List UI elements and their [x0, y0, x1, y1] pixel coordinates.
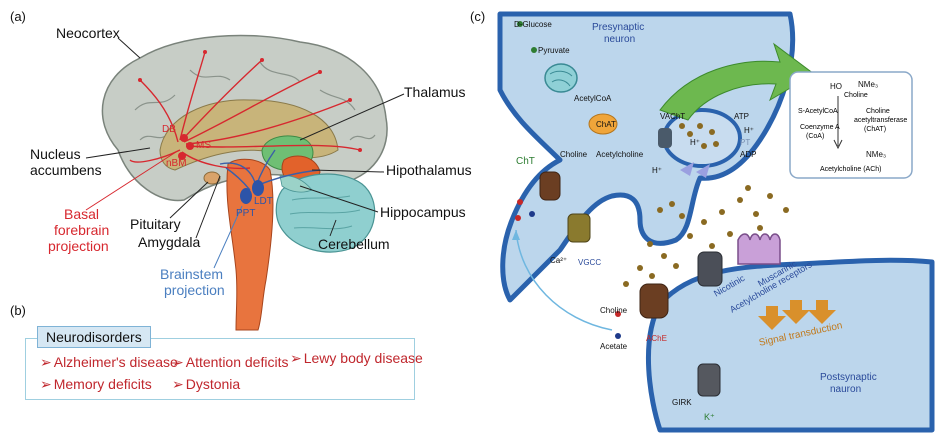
girk-label: GIRK	[672, 398, 692, 407]
basal-forebrain-label-line1: Basal	[64, 206, 100, 222]
vgcc-label: VGCC	[578, 258, 602, 267]
pt-label: PT	[740, 138, 751, 147]
panel-a-label: (a)	[10, 9, 26, 24]
inset-enzyme-label-line1: Choline	[866, 108, 890, 115]
cerebellum-label: Cerebellum	[318, 236, 390, 252]
choline-small-label: Choline	[600, 306, 628, 315]
acetylcholine-label: Acetylcholine	[596, 150, 644, 159]
cht-label: ChT	[516, 156, 535, 167]
presynaptic-label-line2: neuron	[604, 34, 636, 45]
cortex-gyri	[134, 61, 376, 141]
chemistry-inset	[789, 71, 913, 179]
ppt-nucleus	[240, 188, 252, 204]
db-nucleus	[180, 134, 188, 142]
signal-arrows	[758, 300, 836, 330]
inset-enzyme-label-line3: (ChAT)	[864, 126, 887, 133]
mitochondrion	[544, 63, 578, 93]
disorder-item: ➢Memory deficits	[40, 376, 152, 392]
pituitary-label: Pituitary	[130, 216, 181, 232]
ms-nucleus	[186, 142, 194, 150]
chat-label: ChAT	[596, 120, 616, 129]
db-label: DB	[162, 124, 176, 135]
basal-forebrain-projections	[129, 51, 361, 170]
neurodisorders-box	[25, 338, 415, 400]
girk-channel	[697, 363, 721, 397]
inset-choline-label: Choline	[844, 92, 868, 99]
brainstem-projection-label-line1: Brainstem	[160, 266, 224, 282]
disorder-item: ➢Alzheimer's disease	[40, 354, 178, 370]
ache-label: AChE	[646, 334, 667, 343]
ppt-label: PPT	[236, 208, 256, 219]
panel-b-label: (b)	[10, 303, 26, 318]
inset-enzyme-label-line2: acetyltransferase	[854, 117, 908, 124]
inset-product-label: Acetylcholine (ACh)	[820, 166, 882, 173]
inset-ho-label: HO	[830, 82, 842, 91]
nbm-label: nBM	[166, 158, 187, 169]
hipothalamus-label: Hipothalamus	[386, 162, 472, 178]
pyruvate-label: Pyruvate	[538, 46, 570, 55]
postsynaptic-label-line2: nauron	[830, 384, 862, 395]
choline-label: Choline	[560, 150, 588, 159]
acetylcoa-label: AcetylCoA	[574, 94, 612, 103]
hippocampus-label: Hippocampus	[380, 204, 466, 220]
thalamus-label: Thalamus	[404, 84, 466, 100]
amygdala-label: Amygdala	[138, 234, 201, 250]
basal-forebrain-label-line3: projection	[48, 238, 109, 254]
disorder-item: ➢Dystonia	[172, 376, 241, 392]
hplus-label-vesicle: H⁺	[690, 138, 700, 147]
calcium-label: Ca²⁺	[550, 256, 568, 265]
disorder-item: ➢Lewy body disease	[290, 350, 423, 366]
muscarinic-receptor	[737, 233, 781, 265]
atp-label: ATP	[734, 112, 749, 121]
ms-label: MS	[196, 140, 211, 151]
acetylcholine-particles	[623, 123, 789, 287]
vacht-transporter	[658, 128, 672, 148]
brainstem-projection-label-line2: projection	[164, 282, 225, 298]
glucose-label: D-Glucose	[514, 20, 552, 29]
inset-nme3-product-label: NMe₃	[866, 150, 887, 159]
choline-recycle-arrow	[515, 229, 613, 331]
ldt-nucleus	[252, 180, 264, 196]
vgcc-channel	[567, 213, 591, 243]
basal-forebrain-label-line2: forebrain	[54, 222, 110, 238]
nbm-nucleus	[178, 152, 186, 160]
pituitary-shape	[203, 171, 221, 185]
potassium-label: K⁺	[704, 412, 715, 422]
hplus-label-right: H⁺	[744, 126, 754, 135]
hplus-label-bottom: H⁺	[652, 166, 662, 175]
nucleus-accumbens-label-line2: accumbens	[30, 162, 102, 178]
inset-s-acetylcoa-label: S-AcetylCoA	[798, 108, 838, 115]
inset-coenzyme-label-line1: Coenzyme A	[800, 124, 840, 131]
nicotinic-receptor	[697, 251, 723, 287]
neocortex-label: Neocortex	[56, 25, 120, 41]
chat-enzyme	[588, 113, 618, 135]
postsynaptic-label-line1: Postsynaptic	[820, 372, 877, 383]
neurodisorders-title: Neurodisorders	[37, 326, 151, 348]
disorder-item: ➢Attention deficits	[172, 354, 289, 370]
brainstem-shape	[226, 158, 274, 331]
panel-c-label: (c)	[470, 9, 486, 24]
ache-enzyme	[639, 283, 669, 319]
inset-coenzyme-label-line2: (CoA)	[806, 133, 825, 140]
release-arrows	[680, 162, 710, 178]
nucleus-accumbens-label-line1: Nucleus	[30, 146, 81, 162]
adp-label: ADP	[740, 150, 757, 159]
ldt-label: LDT	[254, 196, 273, 207]
vacht-label: VAChT	[660, 112, 686, 121]
presynaptic-label-line1: Presynaptic	[592, 22, 645, 33]
cht-transporter	[539, 171, 561, 201]
inset-nme3-label: NMe₃	[858, 80, 879, 89]
acetate-label: Acetate	[600, 342, 628, 351]
